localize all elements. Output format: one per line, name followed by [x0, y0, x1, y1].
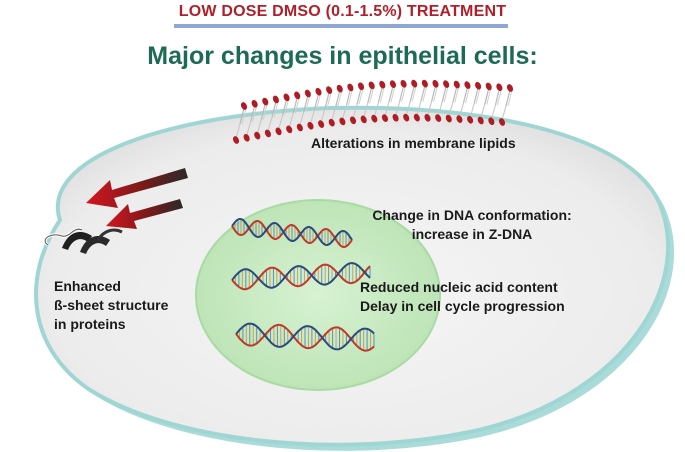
label-nucleic-line-1: Reduced nucleic acid content	[360, 279, 558, 295]
label-beta-sheet: Enhanced ß-sheet structure in proteins	[54, 277, 168, 334]
label-beta-line-1: Enhanced	[54, 278, 121, 294]
red-arrows	[86, 168, 188, 229]
header-title: LOW DOSE DMSO (0.1-1.5%) TREATMENT	[178, 3, 507, 20]
label-dna-line-2: increase in Z-DNA	[411, 226, 533, 242]
label-beta-line-2: ß-sheet structure	[54, 297, 169, 313]
lipid-bilayer-icon	[232, 79, 514, 144]
main-title: Major changes in epithelial cells:	[147, 42, 538, 70]
dna-helix-icon	[231, 217, 375, 352]
label-dna-conformation: Change in DNA conformation: increase in …	[346, 206, 598, 244]
header-divider	[174, 24, 508, 28]
label-membrane-lipids: Alterations in membrane lipids	[311, 135, 516, 151]
label-nucleic-acid: Reduced nucleic acid content Delay in ce…	[360, 278, 565, 316]
label-nucleic-line-2: Delay in cell cycle progression	[360, 298, 565, 314]
label-beta-line-3: in proteins	[54, 316, 126, 332]
label-dna-line-1: Change in DNA conformation:	[372, 207, 572, 223]
protein-beta-sheet-icon	[43, 227, 123, 254]
